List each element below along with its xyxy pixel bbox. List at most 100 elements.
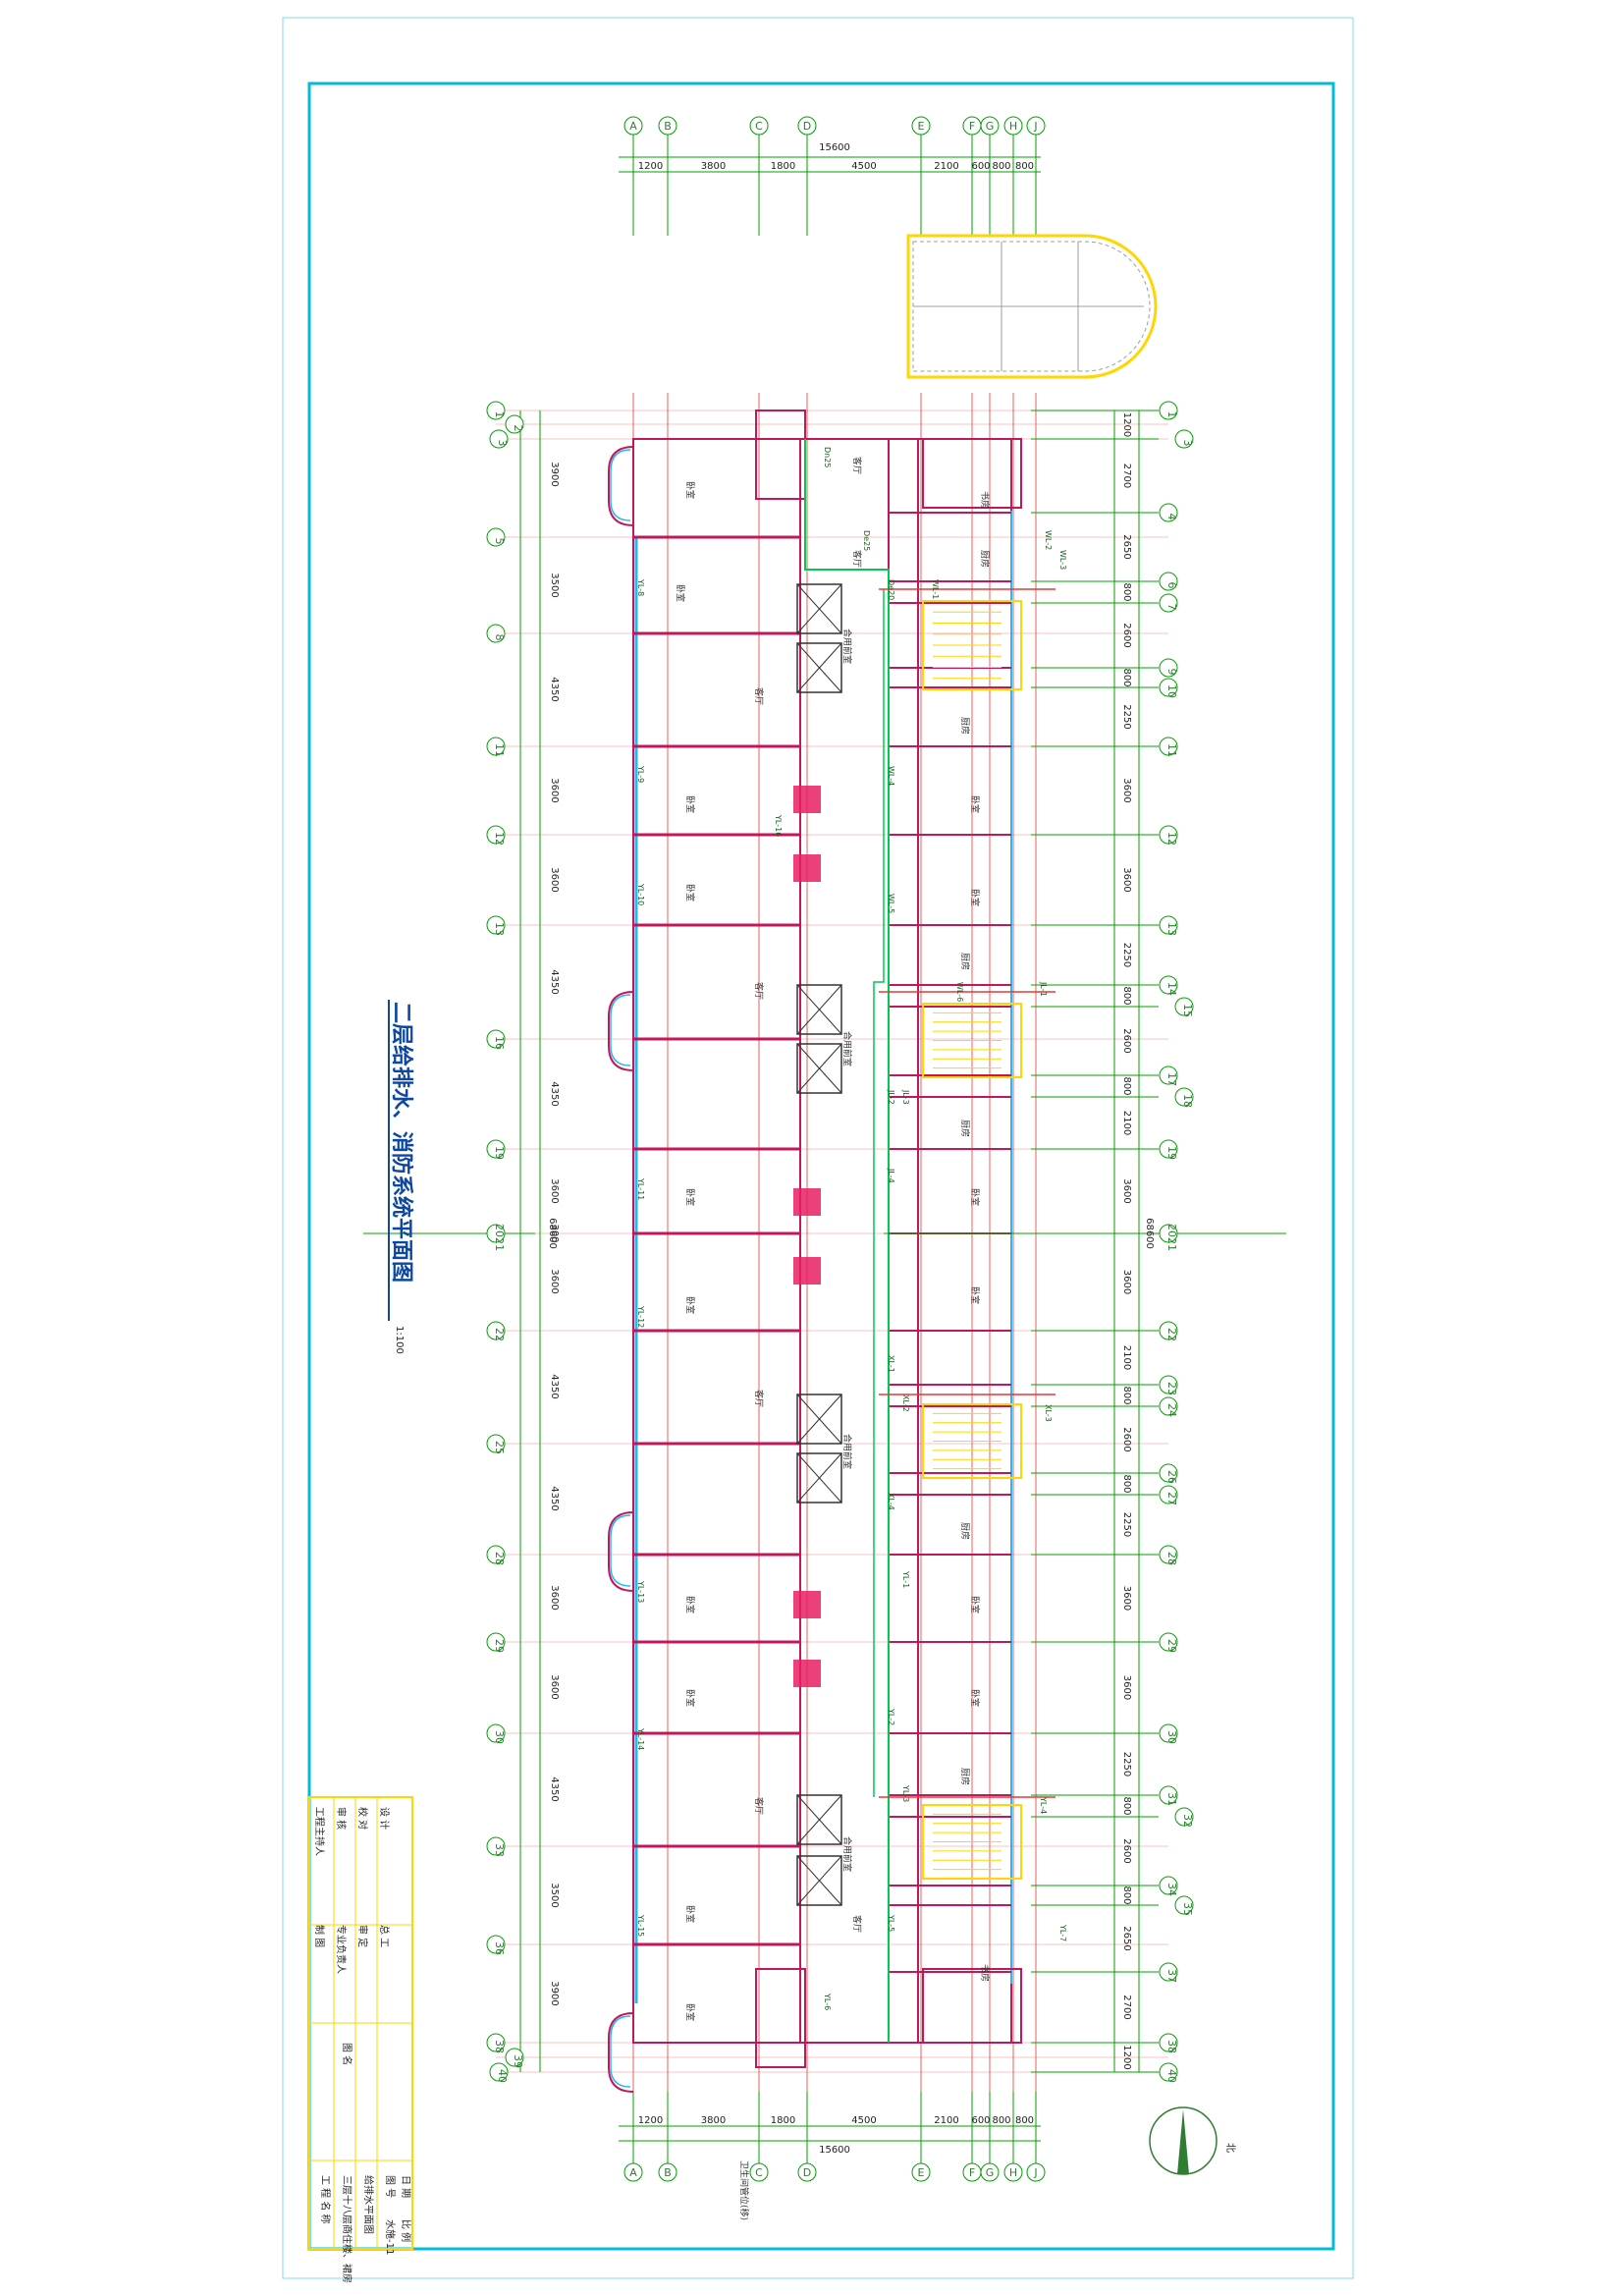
elevator-shaft [796, 984, 842, 1035]
axis-bubble-bottom [797, 2162, 817, 2182]
entrance-canopy [906, 234, 1158, 379]
dim-text-left: 3500 [549, 573, 560, 597]
axis-label-right: 1 [1165, 411, 1178, 418]
bay-window [608, 991, 634, 1071]
axis-label-right: 11 [1165, 743, 1178, 757]
axis-label-right: 7 [1165, 604, 1178, 611]
room-label-kitchen: 厨房 [959, 953, 971, 970]
dim-text-bottom: 3800 [701, 2115, 726, 2126]
room-label-kitchen: 厨房 [959, 1120, 971, 1137]
dim-total-top: 15600 [819, 142, 850, 153]
axis-label-right: 10 [1165, 684, 1178, 698]
bathroom-fixture [793, 1660, 821, 1687]
dim-text-bottom: 800 [992, 2115, 1010, 2126]
pipe-tag: YL-6 [823, 1993, 832, 2010]
axis-bubble-right [1159, 1962, 1178, 1982]
axis-label-top: F [969, 120, 975, 133]
building-outline [608, 410, 1022, 2093]
axis-label-bottom: D [803, 2166, 811, 2179]
axis-bubble-right [1159, 975, 1178, 995]
axis-bubble-left [489, 2062, 509, 2082]
axis-label-right: 35 [1181, 1902, 1194, 1916]
north-arrow: 北 [1149, 2106, 1236, 2175]
dim-text-left: 300 [549, 1224, 560, 1242]
dim-text-right: 2250 [1121, 943, 1132, 967]
axis-bubble-right [1159, 915, 1178, 935]
room-label-bedroom: 卧室 [684, 2003, 696, 2021]
dim-text-left: 4350 [549, 1081, 560, 1106]
pipe-tag: YL-10 [636, 883, 645, 905]
dim-text-right: 2100 [1121, 1111, 1132, 1135]
pipe-tag: XL-3 [1044, 1404, 1053, 1422]
axis-label-right: 6 [1165, 582, 1178, 589]
axis-label-right: 23 [1165, 1382, 1178, 1395]
room-label-bedroom: 卧室 [684, 481, 696, 499]
axis-bubble-right [1159, 1321, 1178, 1340]
room-label-fire_room: 合用前室 [841, 629, 853, 664]
elevator-cross [796, 1794, 842, 1845]
dim-text-left: 3600 [549, 1269, 560, 1293]
axis-label-top: A [629, 120, 637, 133]
elevator-cross [796, 1855, 842, 1906]
axis-bubble-right [1159, 1632, 1178, 1652]
axis-grid [496, 128, 1168, 2165]
room-label-study: 书房 [979, 491, 991, 509]
room-label-kitchen: 厨房 [979, 550, 991, 568]
axis-bubble-bottom [1003, 2162, 1023, 2182]
dim-text-left: 3600 [549, 1585, 560, 1610]
dim-text-right: 3600 [1121, 778, 1132, 802]
dim-text-right: 2650 [1121, 1926, 1132, 1950]
elevator-shaft [796, 642, 842, 693]
axis-label-bottom: H [1009, 2166, 1017, 2179]
axis-bubble-left [486, 401, 506, 420]
room-label-bedroom: 卧室 [969, 1689, 981, 1707]
pipe-tag: JL-1 [1039, 981, 1048, 997]
bay-window [608, 2012, 634, 2093]
title-block-text: 图 名 [341, 2043, 353, 2065]
axis-bubble-top [1026, 116, 1046, 136]
room-label-kitchen: 厨房 [959, 1522, 971, 1540]
axis-bubble-right [1174, 997, 1194, 1016]
axis-bubble-bottom [1026, 2162, 1046, 2182]
axis-bubble-right [1159, 1876, 1178, 1895]
axis-label-right: 30 [1165, 1730, 1178, 1744]
axis-bubble-left [486, 1632, 506, 1652]
axis-label-right: 19 [1165, 1146, 1178, 1160]
drawing-title: 二层给排水、消防系统平面图 [389, 1002, 414, 1283]
axis-bubble-bottom [911, 2162, 931, 2182]
axis-bubble-left [486, 624, 506, 643]
axis-label-left: 25 [493, 1441, 506, 1454]
pipe-tag: WL-3 [1058, 550, 1067, 570]
pipe-tag: XL-2 [901, 1394, 910, 1412]
axis-bubble-right [1174, 1087, 1194, 1107]
room-label-bedroom: 卧室 [969, 889, 981, 906]
pipe-tag: YL-2 [887, 1708, 895, 1725]
axis-label-left: 8 [493, 634, 506, 641]
room-label-living: 客厅 [851, 457, 863, 474]
dim-text-bottom: 1200 [638, 2115, 663, 2126]
elevator-shaft [796, 583, 842, 634]
room-label-living: 客厅 [753, 1390, 765, 1407]
axis-bubble-right [1159, 1396, 1178, 1416]
dim-text-right: 2700 [1121, 1995, 1132, 2019]
elevator-shaft [796, 1394, 842, 1445]
axis-label-right: 15 [1181, 1004, 1194, 1017]
elevator-shaft [796, 1855, 842, 1906]
dim-text-bottom: 800 [1015, 2115, 1034, 2126]
axis-label-right: 14 [1165, 982, 1178, 996]
pipe-tag: YL-11 [636, 1177, 645, 1200]
title-block-text: 日 期 [400, 2175, 411, 2198]
dim-text-right: 2600 [1121, 1427, 1132, 1451]
bathroom-fixture [793, 1257, 821, 1285]
axis-label-bottom: B [664, 2166, 672, 2179]
axis-label-left: 13 [493, 922, 506, 936]
axis-bubble-right [1159, 401, 1178, 420]
dim-text-right: 800 [1121, 986, 1132, 1005]
axis-bubble-left [505, 2048, 524, 2067]
dim-text-right: 800 [1121, 668, 1132, 686]
axis-bubble-right [1159, 1066, 1178, 1085]
axis-bubble-top [658, 116, 677, 136]
north-label: 北 [1224, 2143, 1236, 2153]
pipe-tag: WL-5 [887, 894, 895, 913]
